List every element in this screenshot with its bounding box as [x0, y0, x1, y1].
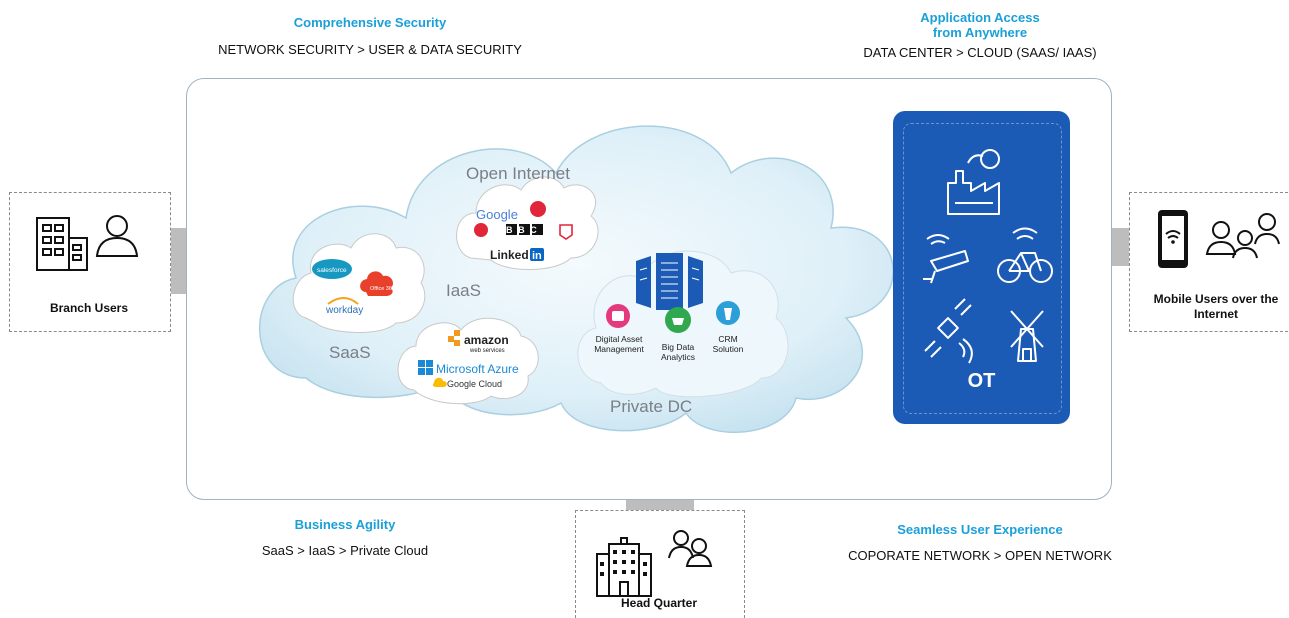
mobile-users-label-line2: Internet	[1193, 307, 1238, 321]
comprehensive-security-title: Comprehensive Security	[293, 15, 447, 30]
windows-logo-icon	[418, 360, 433, 375]
seamless-experience-title: Seamless User Experience	[897, 522, 1063, 537]
hq-users-icon	[668, 530, 713, 567]
bicycle-icon	[997, 227, 1053, 283]
ot-icons	[923, 149, 1053, 364]
satellite-icon	[924, 298, 973, 364]
ot-panel-inner-border	[903, 123, 1062, 414]
business-agility-subtitle: SaaS > IaaS > Private Cloud	[261, 543, 429, 558]
hq-building-windows	[600, 550, 647, 576]
comprehensive-security-subtitle: NETWORK SECURITY > USER & DATA SECURITY	[218, 42, 522, 57]
bda-label-1: Big Data	[662, 342, 695, 352]
svg-text:salesforce: salesforce	[317, 267, 347, 274]
amazon-logo: amazon	[464, 333, 509, 347]
bda-label-2: Analytics	[661, 352, 695, 362]
server-rack-lines	[639, 262, 700, 299]
business-agility-title: Business Agility	[294, 517, 396, 532]
private-dc-label: Private DC	[610, 397, 692, 416]
windmill-icon	[1010, 310, 1044, 362]
ot-label: OT	[967, 370, 996, 392]
application-access-title-line2: from Anywhere	[932, 25, 1028, 40]
crm-label-2: Solution	[713, 344, 744, 354]
head-quarter-label: Head Quarter	[620, 596, 698, 610]
iaas-bubble	[397, 317, 539, 405]
application-access-title-line1: Application Access	[920, 10, 1040, 25]
smartphone-icon	[1158, 210, 1188, 268]
users-group-icon	[1205, 213, 1280, 259]
open-internet-bubble	[456, 176, 599, 270]
application-access-subtitle: DATA CENTER > CLOUD (SAAS/ IAAS)	[863, 45, 1097, 60]
mobile-users-label-line1: Mobile Users over the	[1153, 292, 1279, 306]
dam-label-2: Management	[594, 344, 644, 354]
open-internet-label: Open Internet	[466, 164, 570, 183]
google-cloud-icon	[432, 377, 447, 387]
svg-text:Office 365: Office 365	[370, 286, 395, 292]
svg-text:web services: web services	[469, 348, 505, 354]
hq-building-icon	[596, 537, 652, 597]
bbc-logo	[506, 224, 543, 235]
branch-users-label: Branch Users	[49, 301, 129, 315]
google-logo: Google	[476, 207, 518, 222]
radiation-icon	[474, 223, 488, 237]
workday-logo: workday	[325, 305, 363, 316]
branch-users-icons	[36, 215, 139, 271]
mobile-users-icons	[1158, 210, 1280, 268]
svg-text:in: in	[532, 250, 542, 262]
branch-connector	[168, 228, 188, 294]
mobile-connector	[1110, 228, 1130, 266]
mask-icon	[559, 224, 573, 240]
cctv-camera-icon	[923, 234, 969, 284]
aws-cubes	[448, 330, 460, 346]
user-icon	[95, 215, 139, 257]
factory-icon	[947, 149, 1000, 215]
cloud-diagram: Google BBC Linked in salesforce Office 3…	[258, 125, 894, 433]
office365-logo	[360, 271, 394, 296]
head-quarter-icons	[596, 530, 713, 597]
biohazard-icon	[530, 201, 546, 217]
seamless-experience-subtitle: COPORATE NETWORK > OPEN NETWORK	[848, 548, 1112, 563]
azure-logo: Microsoft Azure	[436, 362, 519, 376]
saas-bubble	[292, 233, 426, 333]
building-icon	[36, 217, 88, 271]
workday-arc	[327, 297, 359, 305]
google-cloud-logo: Google Cloud	[447, 379, 502, 389]
linkedin-in-box	[530, 248, 544, 261]
dam-label-1: Digital Asset	[596, 334, 643, 344]
crm-label-1: CRM	[718, 334, 737, 344]
server-rack-icon	[636, 253, 703, 310]
iaas-label: IaaS	[446, 281, 481, 300]
salesforce-logo	[312, 259, 352, 279]
saas-label: SaaS	[329, 343, 371, 362]
bbc-text: BBC	[506, 225, 542, 235]
linkedin-logo: Linked	[490, 248, 529, 262]
